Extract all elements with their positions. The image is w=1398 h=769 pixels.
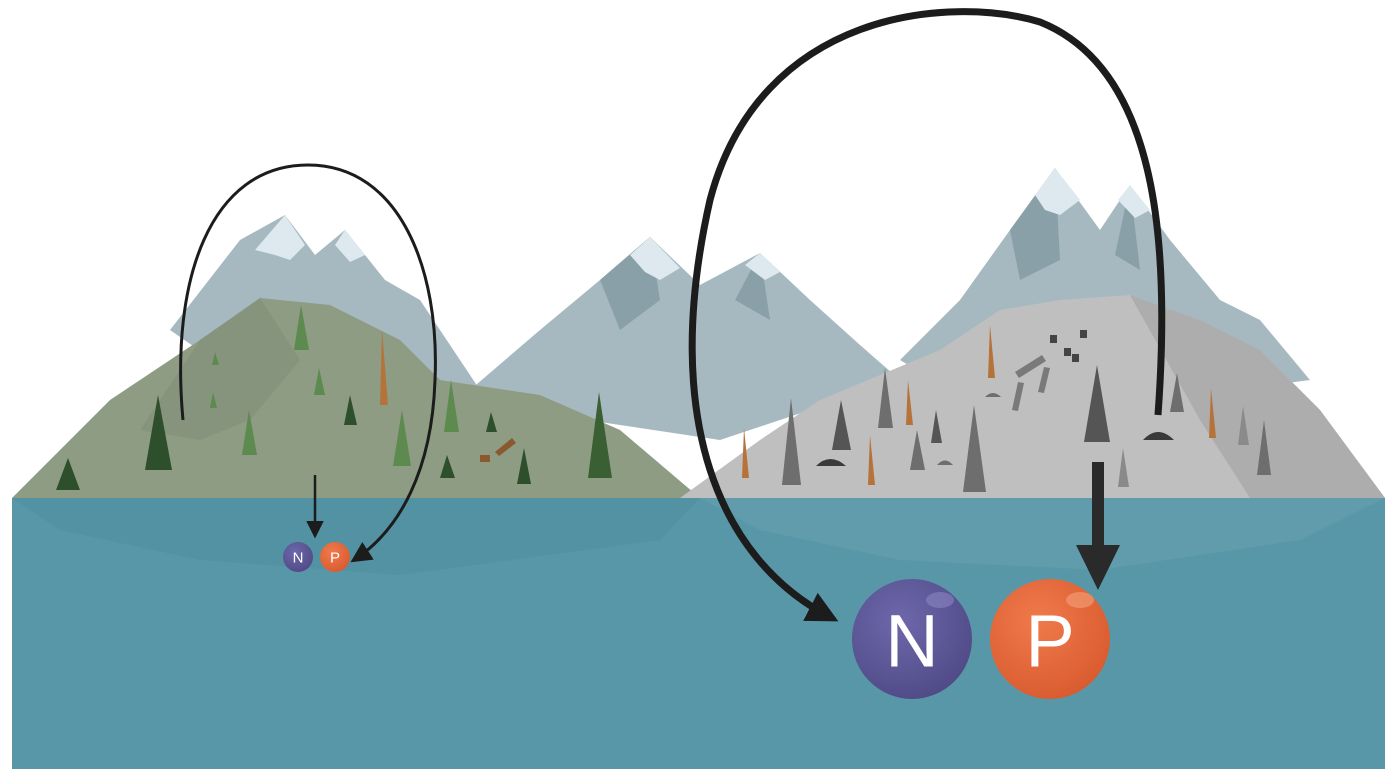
right-phosphorus-circle: P [990, 579, 1110, 699]
left-phosphorus-label: P [330, 550, 340, 567]
right-nitrogen-label: N [885, 600, 938, 683]
mountain-middle-snow [630, 237, 780, 280]
lake [12, 498, 1385, 769]
left-nitrogen-circle: N [283, 542, 313, 572]
mountain-right-snow [1035, 168, 1150, 218]
stump [1080, 330, 1087, 338]
right-nitrogen-circle: N [852, 579, 972, 699]
stump [480, 455, 490, 462]
stump [1072, 354, 1079, 362]
left-nitrogen-label: N [293, 550, 304, 567]
right-phosphorus-label: P [1025, 600, 1074, 683]
left-phosphorus-circle: P [320, 542, 350, 572]
stump [1064, 348, 1071, 356]
stump [1050, 335, 1057, 343]
